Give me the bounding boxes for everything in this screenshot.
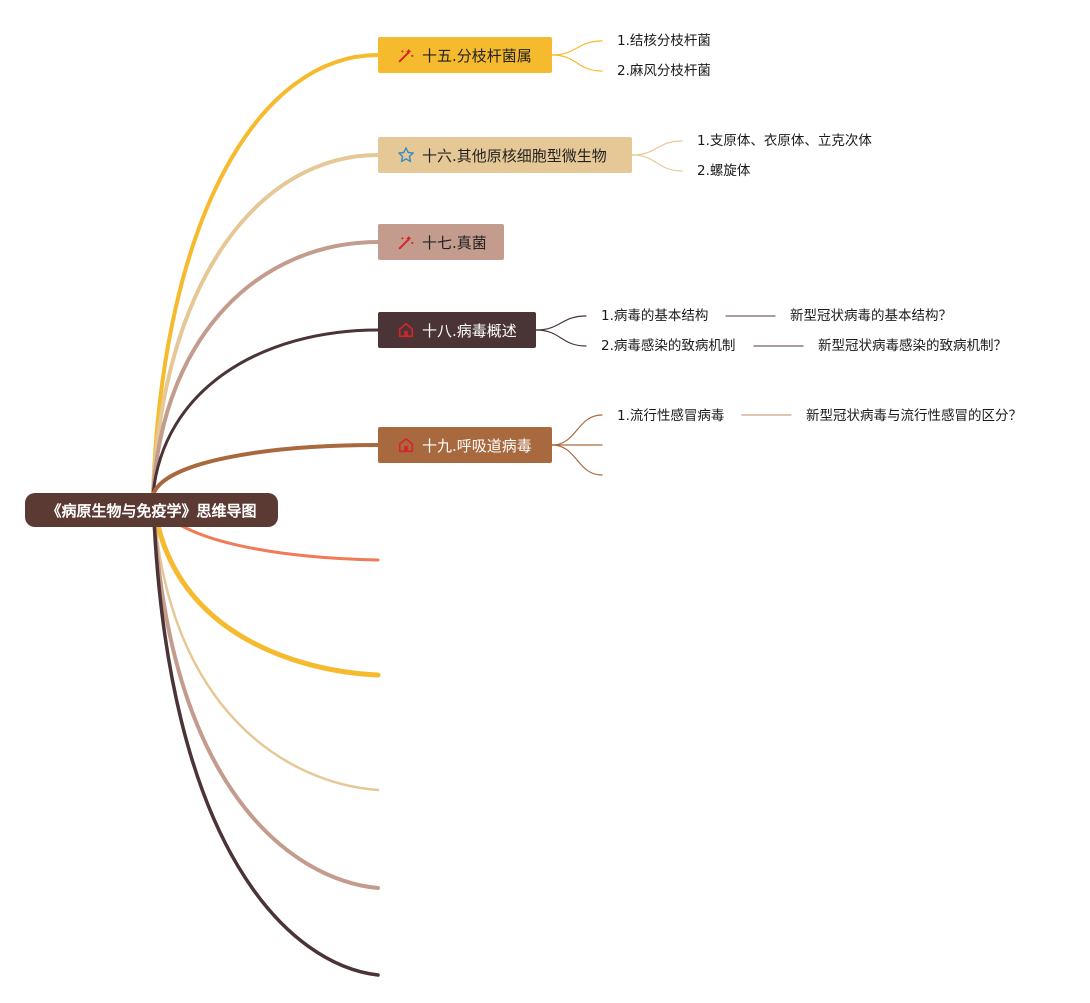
leaf-influenza-note[interactable]: 新型冠状病毒与流行性感冒的区分？ [806,408,1022,424]
star-icon [396,145,416,165]
branch-label: 十五.分枝杆菌属 [422,46,532,65]
child-connector [551,54,603,72]
child-connector [551,414,603,446]
collapsed-branch-connector [151,493,380,792]
child-connector [551,40,603,56]
branch-label: 十七.真菌 [422,233,487,252]
leaf-virus-pathogenesis-note[interactable]: 新型冠状病毒感染的致病机制？ [818,338,1007,354]
leaf-tb[interactable]: 1.结核分枝杆菌 [617,33,711,49]
child-connector [535,329,587,347]
magic-wand-icon [396,45,416,65]
child-connector [631,154,683,172]
branch-node-other-prokaryotes[interactable]: 十六.其他原核细胞型微生物 [378,137,632,173]
child-connector [551,444,603,476]
child-connector [631,140,683,156]
leaf-mycoplasma[interactable]: 1.支原体、衣原体、立克次体 [697,133,872,149]
branch-label: 十八.病毒概述 [422,321,517,340]
branch-node-mycobacterium[interactable]: 十五.分枝杆菌属 [378,37,552,73]
leaf-spirochete[interactable]: 2.螺旋体 [697,163,751,179]
child-connector [535,315,587,331]
leaf-leprosy[interactable]: 2.麻风分枝杆菌 [617,63,711,79]
home-icon [396,320,416,340]
collapsed-branch-connector [151,493,380,890]
branch-connector [151,153,380,497]
collapsed-branch-connector [150,492,381,678]
leaf-virus-structure[interactable]: 1.病毒的基本结构 [601,308,709,324]
branch-connector [151,240,380,497]
leaf-influenza[interactable]: 1.流行性感冒病毒 [617,408,725,424]
branch-node-fungi[interactable]: 十七.真菌 [378,224,504,260]
branch-node-respiratory-virus[interactable]: 十九.呼吸道病毒 [378,427,552,463]
home-icon [396,435,416,455]
leaf-virus-structure-note[interactable]: 新型冠状病毒的基本结构？ [790,308,952,324]
branch-label: 十六.其他原核细胞型微生物 [422,146,607,165]
branch-label: 十九.呼吸道病毒 [422,436,532,455]
root-node[interactable]: 《病原生物与免疫学》思维导图 [25,493,278,527]
collapsed-branch-connector [151,493,380,977]
leaf-virus-pathogenesis[interactable]: 2.病毒感染的致病机制 [601,338,736,354]
branch-connector [151,53,380,497]
magic-wand-icon [396,232,416,252]
branch-connector [151,328,380,497]
branch-connector [151,443,380,497]
branch-node-virus-overview[interactable]: 十八.病毒概述 [378,312,536,348]
